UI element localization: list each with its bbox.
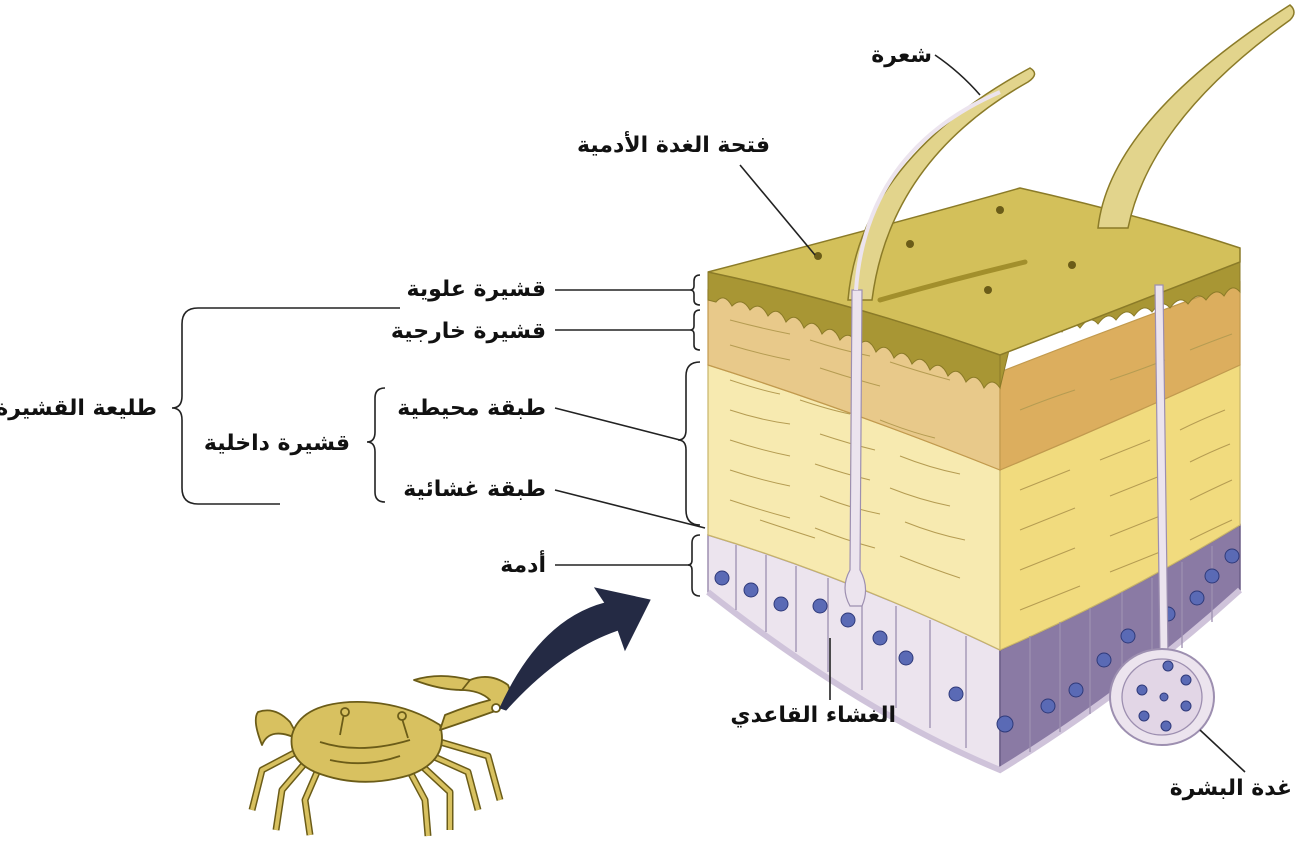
epidermal-gland [1109,648,1215,746]
hair-left [844,67,1036,607]
gland-pore [984,286,992,294]
gland-pore [996,206,1004,214]
cell-walls [735,545,1213,752]
crab-illustration [248,675,511,837]
lamination-lines [729,319,1233,611]
label-hair: شعرة [871,43,932,68]
surface-groove [877,259,1028,303]
gland-pore [906,240,914,248]
hair-right [1097,4,1295,229]
layer-braces [171,274,701,597]
cuticle-top-surface [707,187,1241,356]
label-procuticle: طليعة القشيرة [0,396,157,421]
label-endocuticle: قشيرة داخلية [204,431,350,456]
label-peripheral-layer: طبقة محيطية [397,396,546,421]
labels: شعرة فتحة الغدة الأدمية قشيرة علوية قشير… [0,43,1292,801]
leader-lines [554,54,1246,773]
exocuticle-side [999,281,1241,471]
label-exocuticle: قشيرة خارجية [391,319,546,344]
label-gland-opening: فتحة الغدة الأدمية [577,130,770,158]
pointer-arrow-icon [499,587,651,711]
label-basement-membrane: الغشاء القاعدي [730,703,896,728]
label-dermis: أدمة [500,549,546,578]
gland-pore [1068,261,1076,269]
label-epicuticle: قشيرة علوية [406,277,546,302]
label-membranous-layer: طبقة غشائية [403,477,546,502]
label-epidermal-gland: غدة البشرة [1170,776,1292,801]
gland-pore [814,252,822,260]
